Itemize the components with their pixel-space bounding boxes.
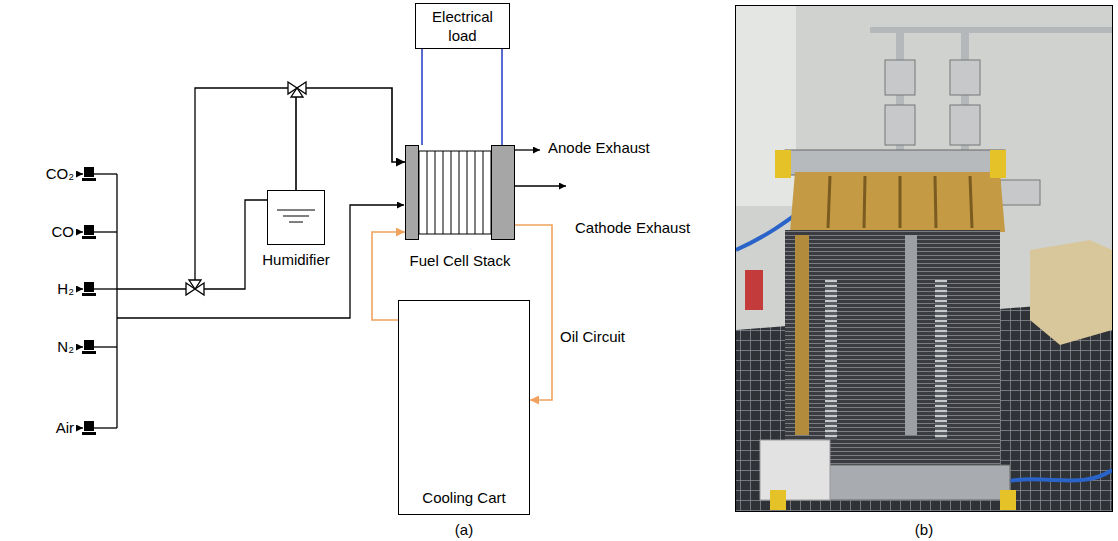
mass-flow-controller <box>82 167 96 435</box>
mass-flow-controller <box>82 432 96 435</box>
end-plate <box>492 146 515 240</box>
exhaust-arrow <box>515 149 540 150</box>
edge-label: Oil Circuit <box>560 328 625 346</box>
gas-label: Air <box>56 419 74 437</box>
photo-illustration <box>736 6 1112 511</box>
connector <box>421 49 423 145</box>
stack-symbol <box>419 151 491 234</box>
gas-supply-line <box>94 427 117 428</box>
gas-label: CO <box>52 223 75 241</box>
gas-supply-line <box>116 174 117 428</box>
load-box: Electrical load <box>415 3 510 49</box>
mass-flow-controller <box>82 236 96 239</box>
valve-symbol <box>189 280 201 289</box>
fuel-cell-stack: Fuel Cell Stack <box>405 145 515 269</box>
photo-illustration <box>885 60 915 95</box>
gas-supply-line <box>94 346 117 347</box>
cell-line <box>483 151 484 234</box>
gas-supply-line <box>94 231 117 232</box>
photo-illustration <box>950 60 980 95</box>
photo-illustration <box>905 235 917 435</box>
photo-illustration <box>990 150 1006 178</box>
water-level <box>283 216 309 217</box>
panel-label: (b) <box>915 521 933 539</box>
mass-flow-controller <box>82 293 96 296</box>
photo-illustration <box>935 280 947 440</box>
node-text: Fuel Cell Stack <box>375 252 545 269</box>
photo-illustration <box>1000 180 1040 205</box>
cooling-cart-box: Cooling Cart <box>398 300 530 515</box>
mass-flow-controller <box>82 351 96 354</box>
photo-illustration <box>795 235 809 435</box>
connector <box>296 88 405 190</box>
photo-illustration <box>785 150 1005 175</box>
photo-illustration <box>870 27 1112 33</box>
photo-illustration <box>825 280 837 440</box>
photo-illustration <box>736 6 1112 511</box>
stack-symbol <box>405 145 515 240</box>
mass-flow-controller <box>84 340 94 350</box>
photo-illustration <box>745 270 763 310</box>
node-text: Cooling Cart <box>422 489 505 506</box>
humidifier-symbol <box>268 191 325 245</box>
gas-supply-line <box>94 173 117 174</box>
gas-supply-line <box>117 288 186 289</box>
gas-supply-line <box>76 288 83 289</box>
gas-label: CO₂ <box>46 165 74 183</box>
water-level <box>277 210 315 211</box>
photo-illustration <box>885 105 915 145</box>
gas-supply-line <box>76 427 83 428</box>
mass-flow-controller <box>84 282 94 292</box>
gas-label: H₂ <box>57 280 74 298</box>
gas-supply-line <box>76 88 404 428</box>
end-plate <box>406 146 419 240</box>
panel-label: (a) <box>455 521 473 539</box>
photo-illustration <box>1000 490 1016 510</box>
exhaust-label: Cathode Exhaust <box>575 219 690 237</box>
photo-illustration <box>736 6 796 206</box>
mass-flow-controller <box>84 167 94 177</box>
exhaust-arrow <box>515 185 566 186</box>
photo-illustration <box>770 490 786 510</box>
humidifier-symbol <box>267 190 325 245</box>
mass-flow-controller <box>82 178 96 181</box>
node-text: Electrical load <box>420 7 505 45</box>
mass-flow-controller <box>84 421 94 431</box>
valve-symbol <box>291 88 303 97</box>
gas-supply-line <box>94 288 117 289</box>
gas-supply-line <box>76 173 83 174</box>
cell-line <box>427 151 428 234</box>
gas-label: N₂ <box>57 338 74 356</box>
connector <box>501 49 503 145</box>
cell-line <box>435 151 436 234</box>
water-level <box>289 222 303 223</box>
mass-flow-controller <box>84 225 94 235</box>
gas-supply-line <box>76 231 83 232</box>
photo-frame <box>736 6 1113 512</box>
humidifier-tank: Humidifier <box>258 190 334 268</box>
photo-illustration <box>828 176 972 228</box>
photo-illustration <box>950 105 980 145</box>
exhaust-label: Anode Exhaust <box>548 139 650 157</box>
gas-supply-line <box>76 346 83 347</box>
cell-line <box>459 151 460 234</box>
photo-illustration <box>785 230 1000 470</box>
gas-supply-line <box>204 200 267 289</box>
cell-line <box>467 151 468 234</box>
cell-line <box>443 151 444 234</box>
photo-illustration <box>790 172 1005 232</box>
photo-illustration <box>1030 240 1112 345</box>
cell-line <box>451 151 452 234</box>
photo-illustration <box>775 150 791 178</box>
gas-supply-line <box>117 205 404 318</box>
cell-line <box>475 151 476 234</box>
node-text: Humidifier <box>228 251 364 268</box>
